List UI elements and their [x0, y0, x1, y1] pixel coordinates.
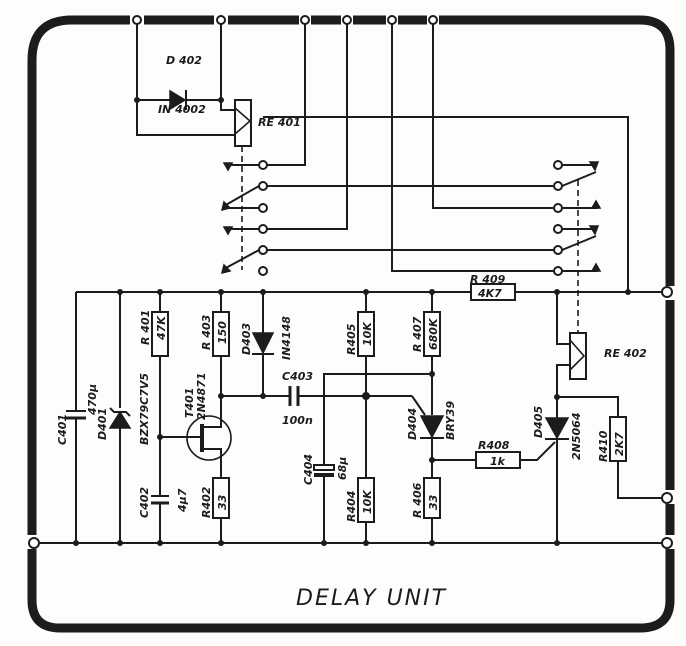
- resistor-r403: [212, 289, 230, 399]
- resistor-r404: [357, 477, 375, 546]
- capacitor-c404: [313, 371, 435, 546]
- resistor-r405: [357, 289, 375, 478]
- module-title: DELAY UNIT: [296, 586, 447, 611]
- label-r409-value: 4K7: [477, 287, 502, 300]
- label-re402: RE 402: [604, 347, 647, 360]
- resistor-r406: [423, 477, 441, 546]
- label-d401-ref: D401: [96, 408, 109, 440]
- label-r406-value: 33: [427, 494, 440, 510]
- label-c403-value: 100n: [282, 414, 313, 427]
- label-d403-ref: D403: [240, 323, 253, 355]
- terminal-6: [428, 15, 438, 25]
- relay-contacts-left: [220, 160, 268, 276]
- label-t401-value: 2N4871: [195, 373, 208, 420]
- relay-re401: [234, 99, 252, 147]
- label-r403-ref: R 403: [200, 314, 213, 350]
- label-r409-ref: R 409: [470, 273, 506, 286]
- label-r401-ref: R 401: [139, 310, 152, 345]
- terminal-4: [342, 15, 352, 25]
- zener-d401: [108, 289, 132, 546]
- label-d404-ref: D404: [406, 408, 419, 440]
- transistor-t401: [157, 395, 232, 478]
- label-r410-value: 2K7: [613, 432, 626, 456]
- terminal-supply: [661, 286, 673, 298]
- capacitor-c403: [288, 386, 300, 406]
- label-c403-ref: C403: [282, 370, 313, 383]
- terminal-1: [132, 15, 142, 25]
- diode-d402: [134, 89, 224, 111]
- label-r402-ref: R402: [200, 486, 213, 518]
- capacitor-c402: [151, 495, 169, 546]
- thyristor-d405: [544, 417, 570, 546]
- resistor-r409: [470, 283, 516, 301]
- thyristor-d404: [419, 415, 445, 478]
- label-t401-ref: T401: [183, 388, 196, 418]
- label-r404-ref: R404: [345, 491, 358, 522]
- label-r408-ref: R408: [478, 439, 510, 452]
- label-r410-ref: R410: [597, 430, 610, 462]
- label-d401-value: BZX79C7V5: [138, 373, 151, 445]
- label-r404-value: 10K: [361, 489, 374, 514]
- capacitor-c401: [66, 292, 86, 546]
- label-r406-ref: R 406: [411, 482, 424, 518]
- relay-contacts-right: [553, 160, 602, 276]
- terminal-2: [216, 15, 226, 25]
- label-c404-ref: C404: [302, 454, 315, 485]
- label-r401-value: 47K: [155, 315, 168, 341]
- label-re401: RE 401: [258, 116, 301, 129]
- label-d405-value: 2N5064: [570, 413, 583, 460]
- terminal-5: [387, 15, 397, 25]
- module-frame: [27, 15, 675, 633]
- label-r407-ref: R 407: [411, 316, 424, 352]
- label-r403-value: 150: [216, 321, 229, 344]
- terminal-output: [661, 492, 673, 504]
- label-c402-ref: C402: [138, 487, 151, 518]
- label-c404-value: 68µ: [336, 457, 349, 480]
- top-terminals: [132, 15, 438, 25]
- label-r402-value: 33: [216, 494, 229, 510]
- terminal-3: [300, 15, 310, 25]
- resistor-r401: [151, 289, 169, 470]
- label-d402-value: IN 4002: [158, 103, 206, 116]
- terminal-ground-left: [28, 537, 40, 549]
- label-c402-value: 4µ7: [176, 488, 189, 513]
- label-r405-value: 10K: [361, 321, 374, 346]
- terminal-ground-right: [661, 537, 673, 549]
- label-r407-value: 680K: [427, 317, 440, 350]
- resistor-r402: [212, 477, 230, 546]
- resistor-r407: [423, 289, 441, 415]
- label-d404-value: BRY39: [444, 401, 457, 440]
- label-d402-ref: D 402: [166, 54, 202, 67]
- relay-re402: [569, 332, 587, 380]
- label-d405-ref: D405: [532, 406, 545, 438]
- diode-d403: [251, 289, 275, 399]
- label-c401-value: 470µ: [86, 384, 99, 416]
- label-d403-value: IN4148: [280, 316, 293, 360]
- label-r405-ref: R405: [345, 323, 358, 355]
- label-r408-value: 1k: [490, 455, 506, 468]
- label-c401-ref: C401: [56, 414, 69, 445]
